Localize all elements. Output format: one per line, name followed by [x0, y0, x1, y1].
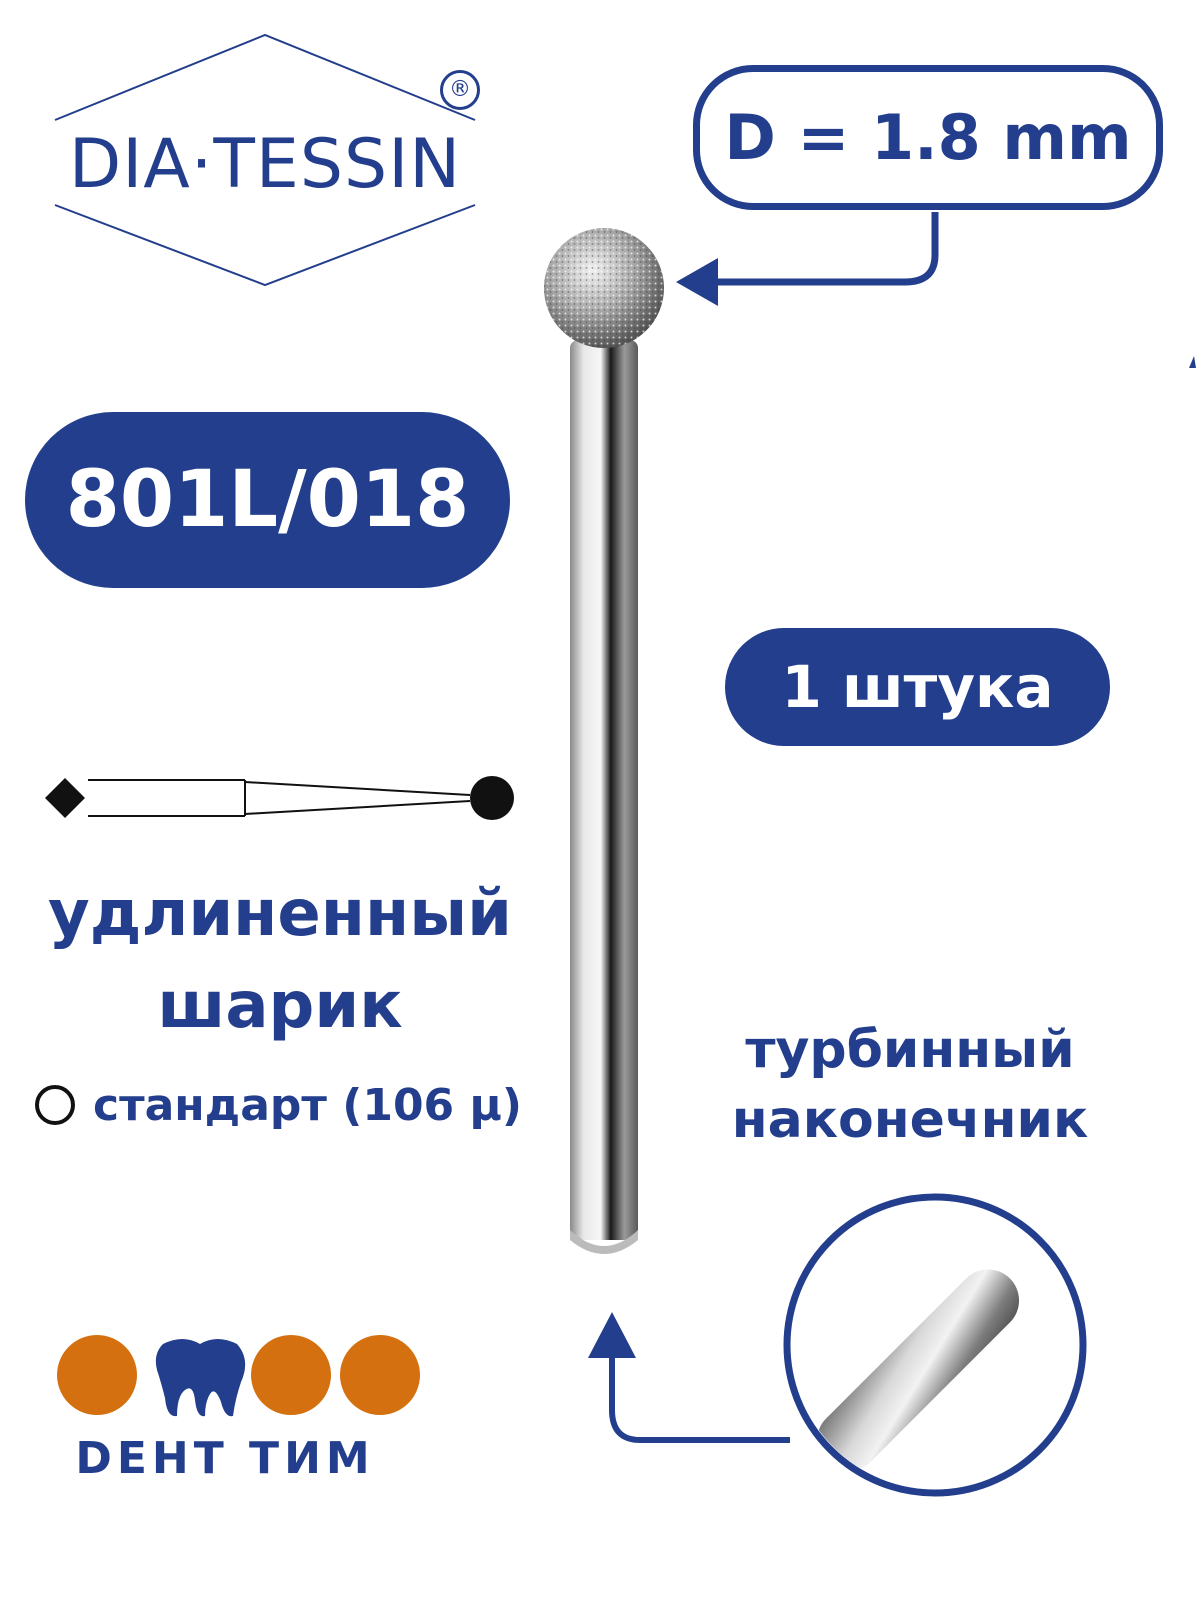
- diamond-ball-head: [544, 228, 664, 348]
- quantity-badge: 1 штука: [725, 628, 1110, 746]
- shape-line-1: удлиненный: [48, 877, 512, 951]
- product-code: 801L/018: [25, 412, 510, 588]
- dealer-dot: [340, 1335, 420, 1415]
- grit-info: стандарт (106 μ): [35, 1075, 545, 1135]
- registered-mark: ®: [440, 70, 480, 110]
- dealer-logo: [55, 1330, 425, 1420]
- edge-mark: [1189, 356, 1196, 368]
- handpiece-type: турбинный наконечник: [710, 1015, 1110, 1155]
- diameter-label: D = 1.8 mm: [693, 65, 1163, 210]
- shape-schematic: [45, 776, 514, 820]
- shape-name: удлиненный шарик: [30, 868, 530, 1052]
- bur-shank: [570, 340, 638, 1254]
- dealer-name: DEНТ ТИМ: [75, 1433, 375, 1484]
- diamond-frame-icon: [54, 33, 476, 287]
- brand-logo: DIA·TESSIN ®: [40, 30, 490, 295]
- circle-outline-icon: [35, 1085, 75, 1125]
- handpiece-line-2: наконечник: [731, 1090, 1089, 1150]
- arrow-icon: [588, 1312, 790, 1443]
- handpiece-line-1: турбинный: [745, 1020, 1075, 1080]
- tooth-icon: [155, 1339, 246, 1417]
- shank-tip-zoom: [783, 1193, 1087, 1497]
- dealer-dot: [57, 1335, 137, 1415]
- arrow-icon: [676, 212, 939, 306]
- dealer-dot: [251, 1335, 331, 1415]
- grit-label: стандарт (106 μ): [93, 1079, 522, 1131]
- shape-line-2: шарик: [157, 969, 403, 1043]
- brand-name: DIA·TESSIN: [68, 125, 462, 204]
